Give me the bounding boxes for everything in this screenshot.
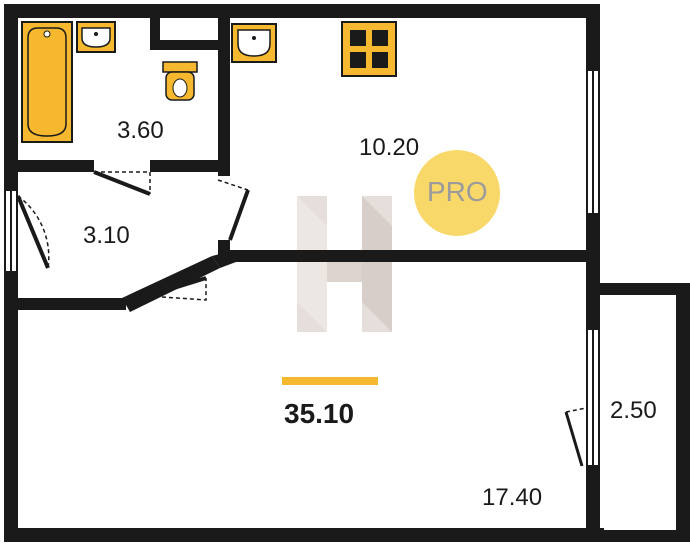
windows bbox=[4, 69, 600, 467]
door-entrance bbox=[16, 195, 50, 269]
pro-badge-label: PRO bbox=[427, 176, 488, 207]
doors bbox=[16, 170, 587, 467]
hallway-area-label: 3.10 bbox=[83, 222, 130, 249]
stove-icon bbox=[341, 21, 397, 77]
sink-icon bbox=[76, 21, 116, 53]
door-bathroom bbox=[93, 170, 151, 196]
balcony-area-label: 2.50 bbox=[610, 397, 657, 424]
door-kitchen bbox=[228, 189, 250, 241]
bathroom-area-label: 3.60 bbox=[117, 117, 164, 144]
door-living bbox=[147, 276, 207, 298]
living-room-area-label: 17.40 bbox=[482, 484, 543, 511]
interior-walls bbox=[4, 4, 600, 312]
total-area-label: 35.10 bbox=[284, 398, 355, 429]
kitchen-area-label: 10.20 bbox=[359, 134, 420, 161]
total-area-accent-bar bbox=[282, 377, 378, 385]
watermark-logo-icon bbox=[297, 196, 392, 332]
sink-icon bbox=[231, 23, 277, 63]
toilet-icon bbox=[162, 61, 198, 101]
pro-badge bbox=[414, 150, 500, 236]
bathtub-icon bbox=[21, 21, 73, 143]
door-balcony bbox=[564, 411, 584, 467]
